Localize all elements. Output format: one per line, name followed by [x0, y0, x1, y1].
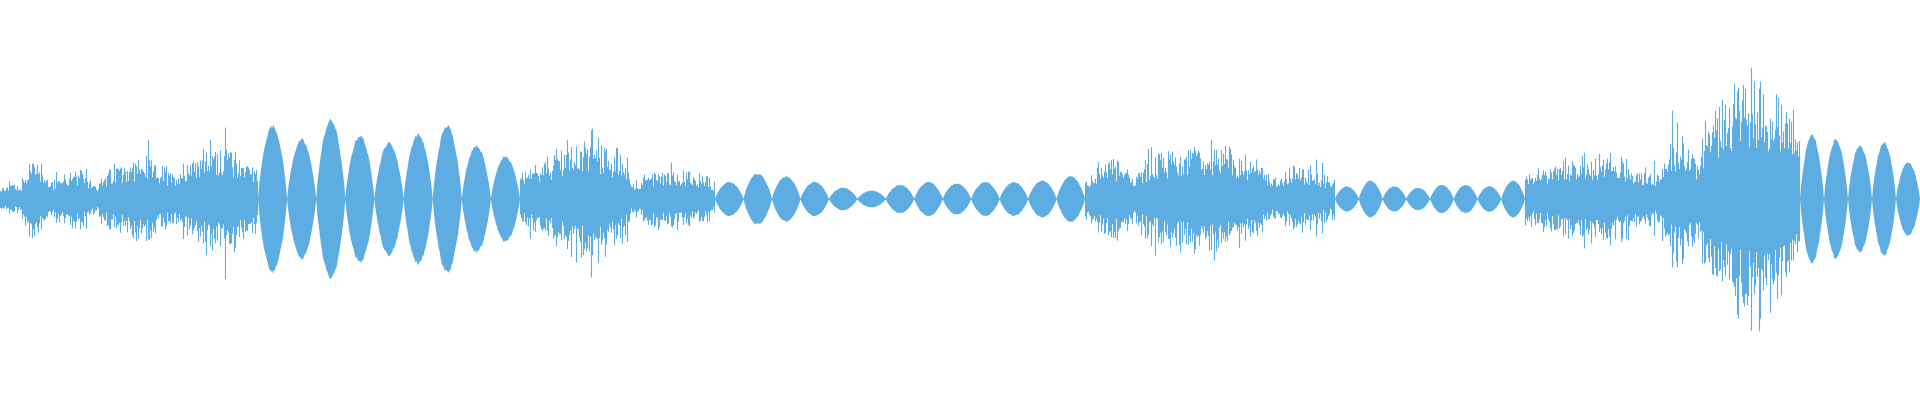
waveform-path-group — [0, 67, 1920, 332]
